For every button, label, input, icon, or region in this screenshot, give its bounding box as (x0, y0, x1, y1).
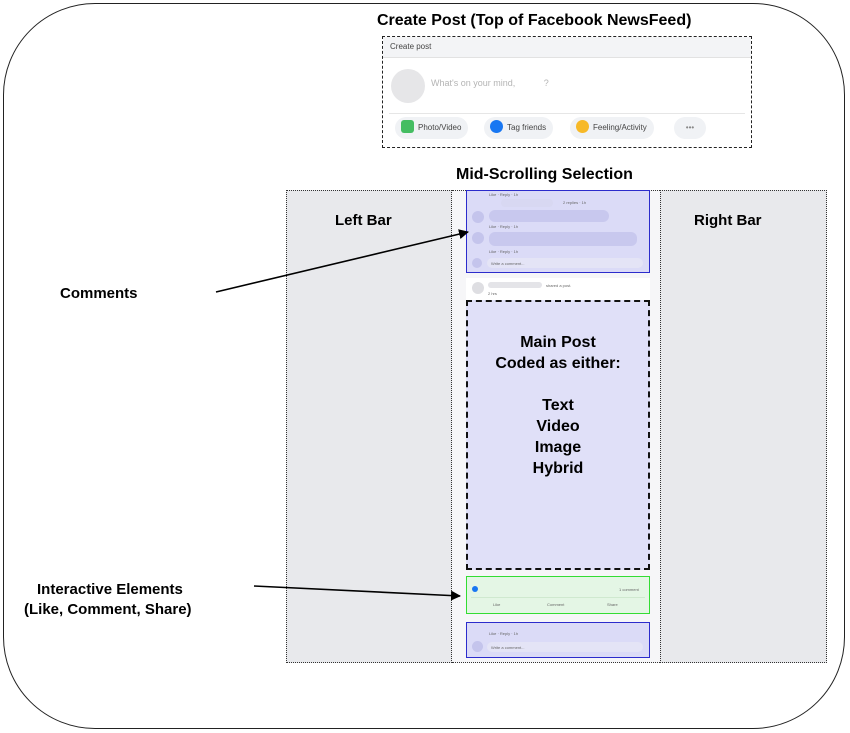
post-input-placeholder: What's on your mind, (431, 78, 516, 88)
main-post-line: Text (542, 397, 574, 414)
comment-meta: Like · Reply · 1h (489, 631, 519, 636)
divider (389, 113, 745, 114)
more-icon: ••• (685, 123, 695, 132)
left-bar-label: Left Bar (335, 212, 392, 229)
create-post-box: Create post What's on your mind, ? Photo… (382, 36, 752, 148)
photo-video-button[interactable]: Photo/Video (395, 117, 469, 139)
replies-count: 2 replies · 1h (563, 200, 587, 205)
post-header: shared a post. 2 hrs (466, 278, 650, 300)
author-avatar (472, 282, 484, 294)
main-post-line: Image (534, 439, 582, 456)
avatar (472, 641, 483, 652)
main-post-line: Coded as either: (495, 355, 621, 372)
comments-box: Like · Reply · 1h 2 replies · 1h Like · … (466, 190, 650, 273)
write-comment-input[interactable] (487, 258, 643, 268)
avatar (472, 258, 482, 268)
comment-meta: Like · Reply · 1h (489, 224, 519, 229)
main-post-line: Hybrid (532, 460, 584, 477)
comments-count: 1 comment (619, 587, 639, 592)
main-post-line: Main Post (520, 334, 596, 351)
commenter-avatar (472, 232, 484, 244)
shared-post-text: shared a post. (546, 283, 572, 288)
avatar (391, 69, 425, 103)
post-input[interactable]: What's on your mind, ? (431, 78, 549, 88)
comment-meta: Like · Reply · 1h (489, 192, 519, 197)
author-name (488, 282, 542, 288)
main-post-label: Main Post Coded as either: Text Video Im… (468, 332, 648, 479)
comment-bubble (489, 232, 637, 246)
create-post-title: Create Post (Top of Facebook NewsFeed) (377, 12, 692, 29)
commenter-avatar (472, 211, 484, 223)
outer-frame (3, 3, 845, 729)
create-post-header: Create post (383, 37, 751, 58)
tag-friends-label: Tag friends (507, 123, 547, 132)
comment-bubble (489, 210, 609, 222)
interactive-elements-arrow (253, 585, 461, 601)
comments-arrow (215, 229, 469, 293)
comment-button[interactable]: Comment (547, 602, 565, 607)
interactive-elements-label: Interactive Elements (37, 581, 183, 598)
comments-box-bottom: Like · Reply · 1h Write a comment... (466, 622, 650, 658)
post-input-placeholder-suffix: ? (543, 78, 549, 88)
comments-label: Comments (60, 285, 138, 302)
photo-video-label: Photo/Video (418, 123, 462, 132)
share-button[interactable]: Share (607, 602, 618, 607)
comment-bubble (501, 199, 553, 207)
divider (471, 597, 645, 598)
write-comment-placeholder: Write a comment... (491, 261, 525, 266)
feeling-icon (576, 120, 589, 134)
section-title: Mid-Scrolling Selection (456, 166, 633, 183)
tag-friends-button[interactable]: Tag friends (484, 117, 554, 139)
post-time: 2 hrs (488, 291, 497, 296)
main-post-line: Video (536, 418, 580, 435)
right-bar-label: Right Bar (694, 212, 762, 229)
write-comment-placeholder: Write a comment... (491, 645, 525, 650)
like-button[interactable]: Like (493, 602, 501, 607)
main-post-box: Main Post Coded as either: Text Video Im… (466, 300, 650, 570)
interactive-elements-sublabel: (Like, Comment, Share) (24, 601, 192, 618)
tag-friends-icon (490, 120, 503, 134)
interactive-elements-box: 1 comment Like Comment Share (466, 576, 650, 614)
like-reaction-icon (472, 586, 478, 592)
right-bar: Right Bar (660, 190, 827, 663)
feeling-activity-button[interactable]: Feeling/Activity (570, 117, 654, 139)
feeling-activity-label: Feeling/Activity (593, 123, 647, 132)
photo-video-icon (401, 120, 414, 134)
more-button[interactable]: ••• (674, 117, 706, 139)
write-comment-input[interactable] (487, 642, 643, 652)
comment-meta: Like · Reply · 1h (489, 249, 519, 254)
